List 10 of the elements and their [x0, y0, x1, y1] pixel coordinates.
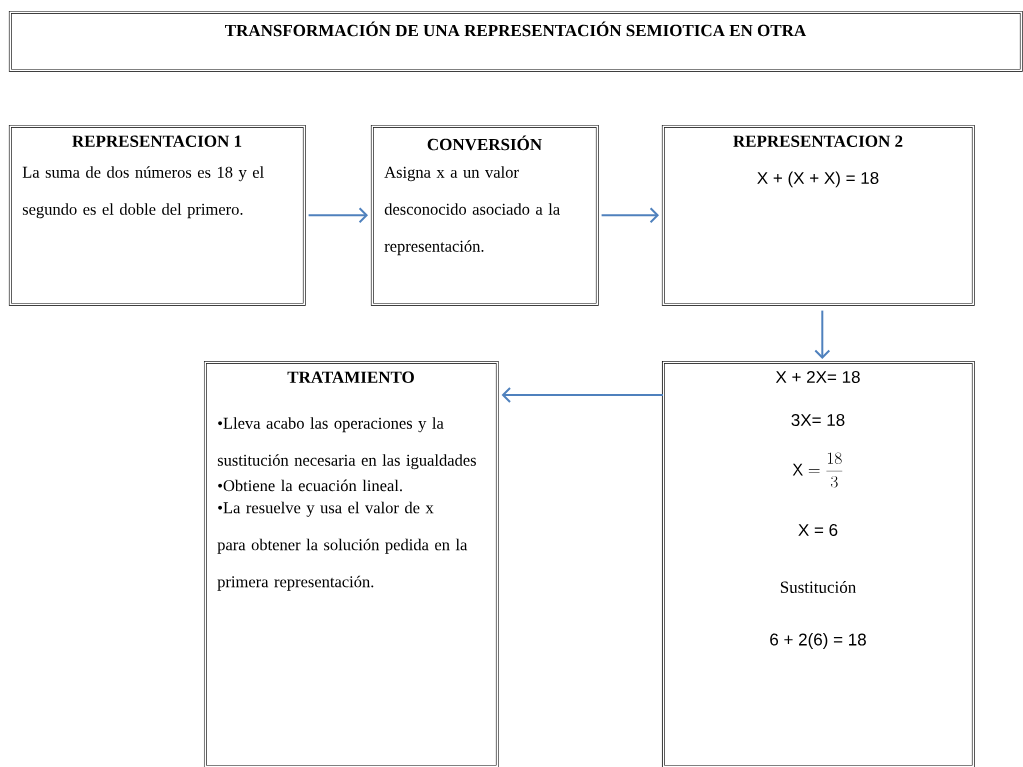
arrow — [600, 207, 659, 224]
process-box: REPRESENTACION 1 La suma de dos números es 18 y el segundo es el doble del primero. — [8, 124, 306, 306]
arrow — [814, 309, 831, 359]
equation-box: X + 2X= 18 3X= 18 $\mathsf{X} = \frac{18}{3}$ X = 6 Sustitución 6 + 2(6) = 18 — [661, 360, 975, 767]
title-box: TRANSFORMACIÓN DE UNA REPRESENTACIÓN SEMIOTICA EN OTRA — [8, 10, 1023, 72]
process-box: REPRESENTACION 2 X + (X + X) = 18 — [661, 124, 975, 306]
arrow — [501, 387, 664, 403]
arrow — [307, 207, 368, 224]
process-box: TRATAMIENTO •Lleva acabo las operaciones y la sustitución necesaria en las igualdades •Obtiene la ecuación lineal. •La resuelve y usa el valor de x para obtener la solución pedida en la primera representación. — [203, 360, 499, 767]
process-box: CONVERSIÓN Asigna x a un valor desconocido asociado a la representación. — [370, 124, 599, 306]
